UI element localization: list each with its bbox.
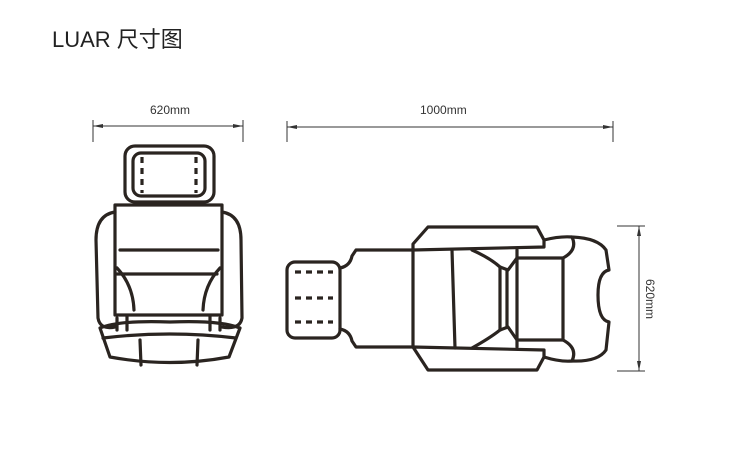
side-view-width-dimension-line — [617, 225, 645, 372]
page-title: LUAR 尺寸图 — [52, 27, 183, 52]
side-view-length-label: 1000mm — [420, 103, 467, 117]
top-view-width-label: 620mm — [150, 103, 191, 117]
chair-top-view — [94, 144, 244, 367]
chair-side-view — [285, 225, 611, 372]
top-view-dimension-line — [92, 120, 244, 142]
side-view-length-dimension-line — [286, 121, 614, 142]
